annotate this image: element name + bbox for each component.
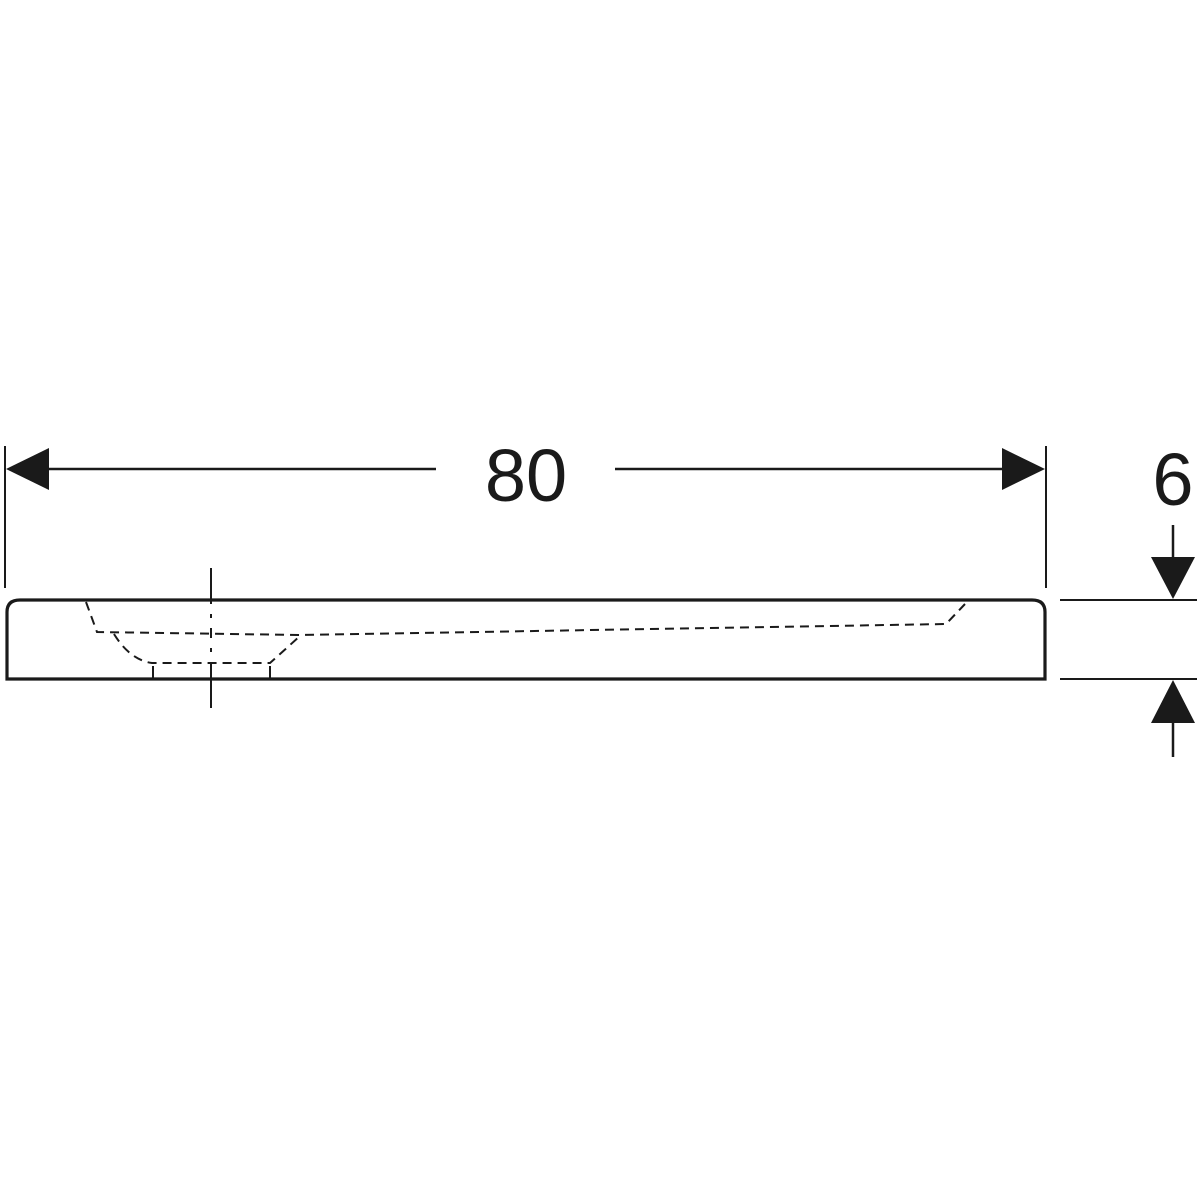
height-arrow-up-icon: [1151, 680, 1195, 723]
width-dimension: 80: [4, 434, 1047, 588]
height-dimension: 6: [1060, 438, 1197, 757]
height-arrow-down-icon: [1151, 557, 1195, 599]
basin-outline: [5, 598, 1047, 681]
width-arrow-right-icon: [1002, 448, 1045, 490]
width-dimension-label: 80: [485, 434, 567, 517]
hidden-bowl-contour: [85, 601, 966, 637]
hidden-drain-contour: [113, 633, 301, 664]
height-dimension-label: 6: [1152, 438, 1193, 521]
basin-side-view: [5, 568, 1047, 708]
width-arrow-left-icon: [6, 448, 49, 490]
